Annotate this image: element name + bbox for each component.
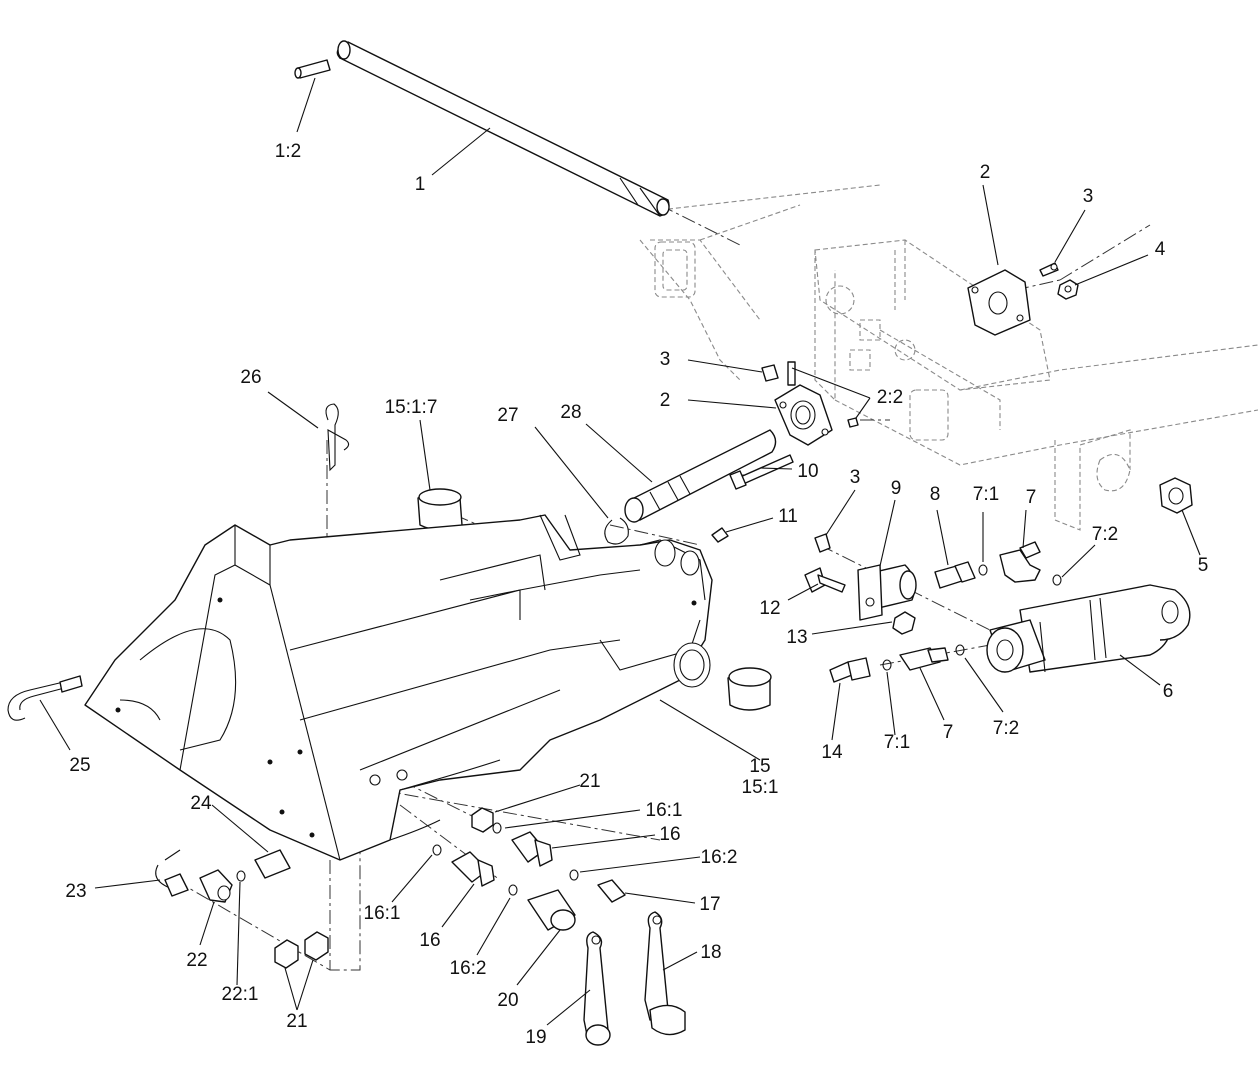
nut-part-13 — [892, 611, 916, 635]
grease-fitting-right-part-3 — [814, 533, 831, 553]
callout-11: 11 — [778, 506, 798, 527]
callout-19: 19 — [525, 1027, 546, 1048]
oring-part-22-1 — [236, 870, 246, 882]
hose-fitting-part-14 — [829, 657, 871, 683]
nuts-part-21-bottom — [274, 931, 329, 969]
oring-top-part-7-1 — [978, 564, 988, 576]
callout-14: 14 — [821, 742, 843, 763]
adapter-part-24 — [254, 849, 291, 879]
callout-28: 28 — [560, 402, 581, 423]
callout-7-2-bot: 7:2 — [993, 718, 1019, 739]
fitting-part-8 — [934, 561, 976, 589]
callout-16-2-left: 16:2 — [450, 958, 487, 979]
callout-21-mid: 21 — [579, 771, 600, 792]
callout-16-right: 16 — [659, 824, 680, 845]
leader-lines — [39, 77, 1201, 1026]
callout-3-right: 3 — [850, 467, 861, 488]
nut-part-4 — [1057, 279, 1079, 300]
oring-part-16-1-left — [432, 844, 442, 856]
adapter-part-16-left — [451, 851, 495, 887]
oring-bot-part-7-1 — [882, 659, 892, 671]
callout-9: 9 — [891, 478, 902, 499]
pivot-pin-part-28 — [624, 429, 777, 523]
snap-ring-part-27 — [604, 517, 629, 545]
callout-25: 25 — [69, 755, 90, 776]
callout-17: 17 — [699, 894, 720, 915]
bushing-lower — [727, 667, 772, 711]
callout-12: 12 — [759, 598, 780, 619]
hair-pin-part-26 — [325, 403, 350, 472]
oring-top-part-7-2 — [1052, 574, 1062, 586]
callout-15-1-7: 15:1:7 — [385, 397, 438, 418]
callout-5: 5 — [1198, 555, 1209, 576]
bolt-part-10 — [729, 454, 794, 490]
callout-26: 26 — [240, 367, 261, 388]
oring-bot-part-7-2 — [955, 644, 965, 656]
callout-16-1-right: 16:1 — [646, 800, 683, 821]
lift-arm-weldment-part-15 — [84, 514, 713, 861]
callout-15: 15 — [749, 756, 770, 777]
callout-27: 27 — [497, 405, 518, 426]
callout-1: 1 — [415, 174, 426, 195]
grease-fitting-top-part-3 — [1039, 262, 1059, 277]
callout-2-top: 2 — [980, 162, 991, 183]
callout-2-mid: 2 — [660, 390, 671, 411]
shaft-part-1 — [336, 40, 670, 217]
flange-bearing-top-part-2 — [967, 269, 1031, 336]
callout-7-1-bot: 7:1 — [884, 732, 910, 753]
callout-7-bot: 7 — [943, 722, 954, 743]
callout-3-top: 3 — [1083, 186, 1094, 207]
callout-16-1-left: 16:1 — [364, 903, 401, 924]
adapter-part-16-right — [511, 831, 553, 867]
j-hook-part-25 — [7, 675, 83, 721]
callout-10: 10 — [797, 461, 818, 482]
callout-20: 20 — [497, 990, 518, 1011]
flange-bearing-mid-part-2 — [774, 384, 833, 446]
hose-part-23 — [155, 849, 189, 897]
callout-22: 22 — [186, 950, 207, 971]
dust-cap-part-19 — [583, 931, 611, 1046]
nut-part-21-mid — [471, 807, 494, 833]
cylinder-pin-part-9 — [857, 564, 917, 621]
callout-8: 8 — [930, 484, 941, 505]
elbow-top-part-7 — [999, 541, 1041, 583]
grease-fitting-part-11 — [711, 527, 729, 543]
callout-13: 13 — [786, 627, 807, 648]
elbow-bot-part-7 — [899, 647, 949, 671]
oring-part-16-2-left — [508, 884, 518, 896]
callout-1-2: 1:2 — [275, 141, 301, 162]
roll-pin-part-1-2 — [294, 59, 331, 79]
hydraulic-cylinder-part-6 — [986, 584, 1191, 673]
callout-21-bot: 21 — [286, 1011, 307, 1032]
callout-7-top: 7 — [1026, 487, 1037, 508]
bolt-part-12 — [804, 567, 846, 593]
callout-7-1-top: 7:1 — [973, 484, 999, 505]
callout-16-left: 16 — [419, 930, 440, 951]
oring-part-16-1-right — [492, 822, 502, 834]
callout-4: 4 — [1155, 239, 1166, 260]
bolts-part-2-2 — [787, 361, 859, 428]
dust-cap-part-18 — [644, 911, 686, 1036]
coupler-part-20 — [527, 889, 576, 931]
callout-2-2: 2:2 — [877, 387, 903, 408]
callout-22-1: 22:1 — [222, 984, 259, 1005]
oring-part-16-2-right — [569, 869, 579, 881]
callout-3-mid: 3 — [660, 349, 671, 370]
callout-7-2-top: 7:2 — [1092, 524, 1118, 545]
grease-fitting-mid-part-3 — [761, 364, 779, 382]
callout-labels: 1:2 1 2 3 4 26 15:1:7 3 2 2:2 27 28 10 1… — [65, 141, 1208, 1048]
coupler-part-17 — [597, 879, 626, 903]
callout-24: 24 — [190, 793, 212, 814]
callout-23: 23 — [65, 881, 86, 902]
callout-18: 18 — [700, 942, 721, 963]
callout-15-1: 15:1 — [742, 777, 779, 798]
elbow-part-22 — [199, 869, 233, 903]
callout-16-2-right: 16:2 — [701, 847, 738, 868]
nut-part-5 — [1159, 477, 1193, 514]
bushing-part-15-1-7 — [417, 488, 463, 531]
callout-6: 6 — [1163, 681, 1174, 702]
frame-phantom — [639, 184, 1258, 531]
